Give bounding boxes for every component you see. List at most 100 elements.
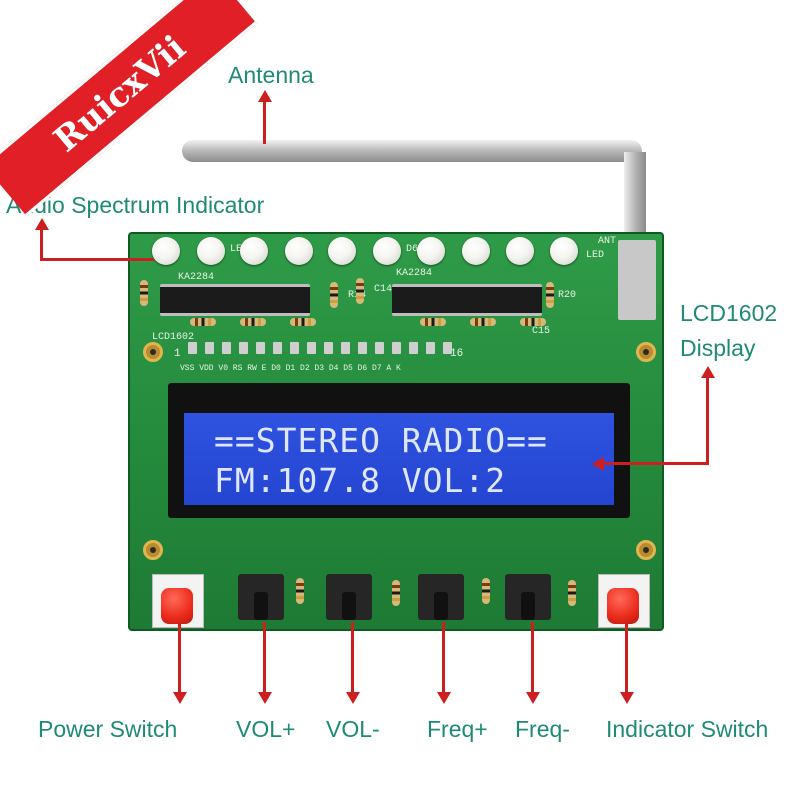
freqplus-arrow-head [437,692,451,704]
silk-c14: C14 [374,284,393,295]
spectrum-led-6 [373,237,401,265]
watermark-ribbon: RuicxVii [0,0,257,217]
mounting-hole [636,540,656,560]
antenna-bend [624,152,646,252]
header-pin [392,342,401,354]
spectrum-led-4 [285,237,313,265]
antenna-label: Antenna [228,62,314,88]
silk-ic-right: KA2284 [396,268,433,279]
header-pin [375,342,384,354]
resistor [520,318,546,326]
silk-led-right: LED [586,250,605,261]
lcd-arrow-line-v [706,376,709,464]
volplus-arrow-head [258,692,272,704]
vol-minus-label: VOL- [326,716,380,742]
power-switch[interactable] [161,588,193,624]
silk-c15: C15 [532,326,551,337]
header-pin [324,342,333,354]
indicator-switch[interactable] [607,588,639,624]
freq-plus-button[interactable] [418,574,464,620]
freq-minus-button[interactable] [505,574,551,620]
header-pin [256,342,265,354]
vol-plus-button[interactable] [238,574,284,620]
mounting-hole [143,540,163,560]
spectrum-arrow-line [40,228,43,260]
mounting-hole [143,342,163,362]
freq-minus-label: Freq- [515,716,570,742]
freqplus-arrow-line [442,622,445,694]
silk-r20: R20 [558,290,577,301]
spectrum-arrow-line-h [40,258,154,261]
lcd-arrow-head-up [701,366,715,378]
vol-minus-button[interactable] [326,574,372,620]
freq-plus-label: Freq+ [427,716,488,742]
silk-led-left: LED [230,244,249,255]
antenna-rod [182,140,642,162]
volminus-arrow-head [346,692,360,704]
button-stem [434,592,448,620]
power-switch-label: Power Switch [38,716,178,742]
spectrum-led-8 [462,237,490,265]
silk-pin-names: VSS VDD V0 RS RW E D0 D1 D2 D3 D4 D5 D6 … [180,364,401,373]
antenna-mount [618,240,656,320]
lcd-display: ==STEREO RADIO== FM:107.8 VOL:2 [184,413,614,505]
power-arrow-head [173,692,187,704]
lcd-label-line-2: Display [680,335,756,361]
watermark-text: RuicxVii [46,27,194,161]
indicator-switch-label: Indicator Switch [606,716,769,742]
spectrum-led-7 [417,237,445,265]
lcd-label-line-1: LCD1602 [680,300,778,326]
resistor [330,282,338,308]
mounting-hole [636,342,656,362]
resistor [546,282,554,308]
silk-pin-end: 16 [450,348,464,360]
freqminus-arrow-head [526,692,540,704]
header-pin [426,342,435,354]
button-stem [254,592,268,620]
resistor [296,578,304,604]
resistor [482,578,490,604]
header-pin [443,342,452,354]
resistor [240,318,266,326]
resistor [290,318,316,326]
resistor [190,318,216,326]
indicator-arrow-head [620,692,634,704]
volminus-arrow-line [351,622,354,694]
header-pin [188,342,197,354]
resistor [568,580,576,606]
resistor [420,318,446,326]
spectrum-led-3 [240,237,268,265]
lcd-arrow-line-h [602,462,709,465]
amplifier-ic-right [392,284,542,316]
header-pin [290,342,299,354]
header-pin [358,342,367,354]
resistor [470,318,496,326]
button-stem [342,592,356,620]
power-arrow-line [178,624,181,694]
antenna-arrow-head [258,90,272,102]
volplus-arrow-line [263,622,266,694]
header-pin [205,342,214,354]
spectrum-led-2 [197,237,225,265]
resistor [356,278,364,304]
silk-d6: D6 [406,244,419,255]
resistor [392,580,400,606]
freqminus-arrow-line [531,622,534,694]
spectrum-arrow-head [35,218,49,230]
lcd-arrow-head-left [592,457,604,471]
silk-ant: ANT [598,236,617,247]
header-pin [239,342,248,354]
spectrum-led-10 [550,237,578,265]
spectrum-led-9 [506,237,534,265]
lcd-line-1: ==STEREO RADIO== [214,421,548,460]
button-stem [521,592,535,620]
silk-pin-start: 1 [174,348,181,360]
silk-lcd-label: LCD1602 [152,332,195,343]
silk-ic-left: KA2284 [178,272,215,283]
indicator-arrow-line [625,624,628,694]
header-pin [341,342,350,354]
header-pin [222,342,231,354]
vol-plus-label: VOL+ [236,716,296,742]
amplifier-ic-left [160,284,310,316]
header-pin [307,342,316,354]
